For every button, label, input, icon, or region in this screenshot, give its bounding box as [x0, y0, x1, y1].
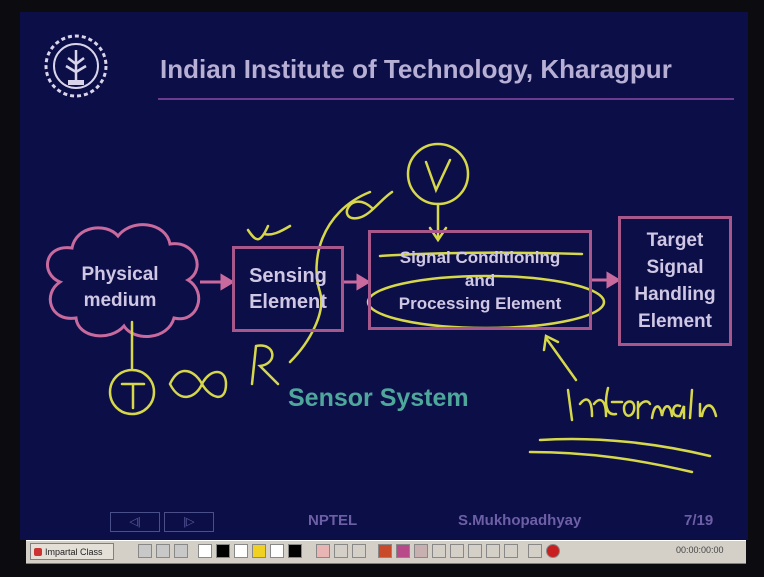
- rectangle-tool-icon[interactable]: [450, 544, 464, 558]
- footer-nptel: NPTEL: [308, 512, 358, 529]
- curve-tool-icon[interactable]: [486, 544, 500, 558]
- pen-tool-icon[interactable]: [138, 544, 152, 558]
- slide: Indian Institute of Technology, Kharagpu…: [20, 12, 748, 540]
- footer-page-number: 7/19: [684, 512, 714, 529]
- ellipse-tool-icon[interactable]: [468, 544, 482, 558]
- signal-conditioning-line: Signal Conditioning: [399, 247, 561, 267]
- large-dot-icon[interactable]: [352, 544, 366, 558]
- pencil-tool-icon[interactable]: [396, 544, 410, 558]
- target-line: Handling: [634, 284, 716, 305]
- color-black-swatch[interactable]: [288, 544, 302, 558]
- signal-conditioning-line: Processing Element: [398, 293, 562, 313]
- annotation-toolbar: Impartal Class 00:00:00:00: [0, 540, 764, 577]
- target-line: Element: [638, 311, 712, 332]
- physical-medium-cloud: [46, 223, 201, 338]
- sensor-system-label: Sensor System: [288, 384, 469, 412]
- target-element-box: Target Signal Handling Element: [618, 216, 732, 346]
- slide-title: Indian Institute of Technology, Kharagpu…: [160, 54, 672, 84]
- record-button-icon[interactable]: [546, 544, 560, 558]
- highlighter-tool-icon[interactable]: [156, 544, 170, 558]
- brush-tool-icon[interactable]: [414, 544, 428, 558]
- color-white-swatch[interactable]: [270, 544, 284, 558]
- handwritten-annotations: [108, 142, 718, 474]
- physical-medium-line: Physical: [81, 264, 159, 285]
- toolbar-clock: 00:00:00:00: [676, 545, 724, 555]
- small-dot-icon[interactable]: [334, 544, 348, 558]
- header-divider: [158, 98, 734, 100]
- physical-medium-line: medium: [83, 290, 157, 311]
- footer-author: S.Mukhopadhyay: [458, 512, 582, 529]
- next-slide-button[interactable]: |▷: [164, 512, 214, 532]
- check-tool-icon[interactable]: [504, 544, 518, 558]
- sensing-element-line: Sensing: [249, 265, 327, 287]
- color-yellow-swatch[interactable]: [252, 544, 266, 558]
- target-line: Signal: [646, 257, 704, 278]
- zoom-tool-icon[interactable]: [528, 544, 542, 558]
- color-white-swatch[interactable]: [198, 544, 212, 558]
- physical-medium-label: Physical medium: [54, 262, 186, 314]
- start-button[interactable]: Impartal Class: [30, 543, 114, 560]
- signal-conditioning-box: Signal Conditioning and Processing Eleme…: [368, 230, 592, 330]
- line-tool-icon[interactable]: [432, 544, 446, 558]
- marker-tool-icon[interactable]: [378, 544, 392, 558]
- sensing-element-box: Sensing Element: [232, 246, 344, 332]
- toolbar-strip: Impartal Class 00:00:00:00: [26, 540, 746, 564]
- previous-slide-button[interactable]: ◁|: [110, 512, 160, 532]
- color-white-swatch[interactable]: [234, 544, 248, 558]
- target-line: Target: [646, 230, 704, 251]
- eraser-tool-icon[interactable]: [174, 544, 188, 558]
- sensing-element-line: Element: [249, 291, 327, 313]
- iit-logo-icon: [44, 34, 108, 98]
- color-pink-swatch[interactable]: [316, 544, 330, 558]
- signal-conditioning-line: and: [464, 270, 496, 290]
- diagram-graphics: [46, 142, 718, 474]
- color-black-swatch[interactable]: [216, 544, 230, 558]
